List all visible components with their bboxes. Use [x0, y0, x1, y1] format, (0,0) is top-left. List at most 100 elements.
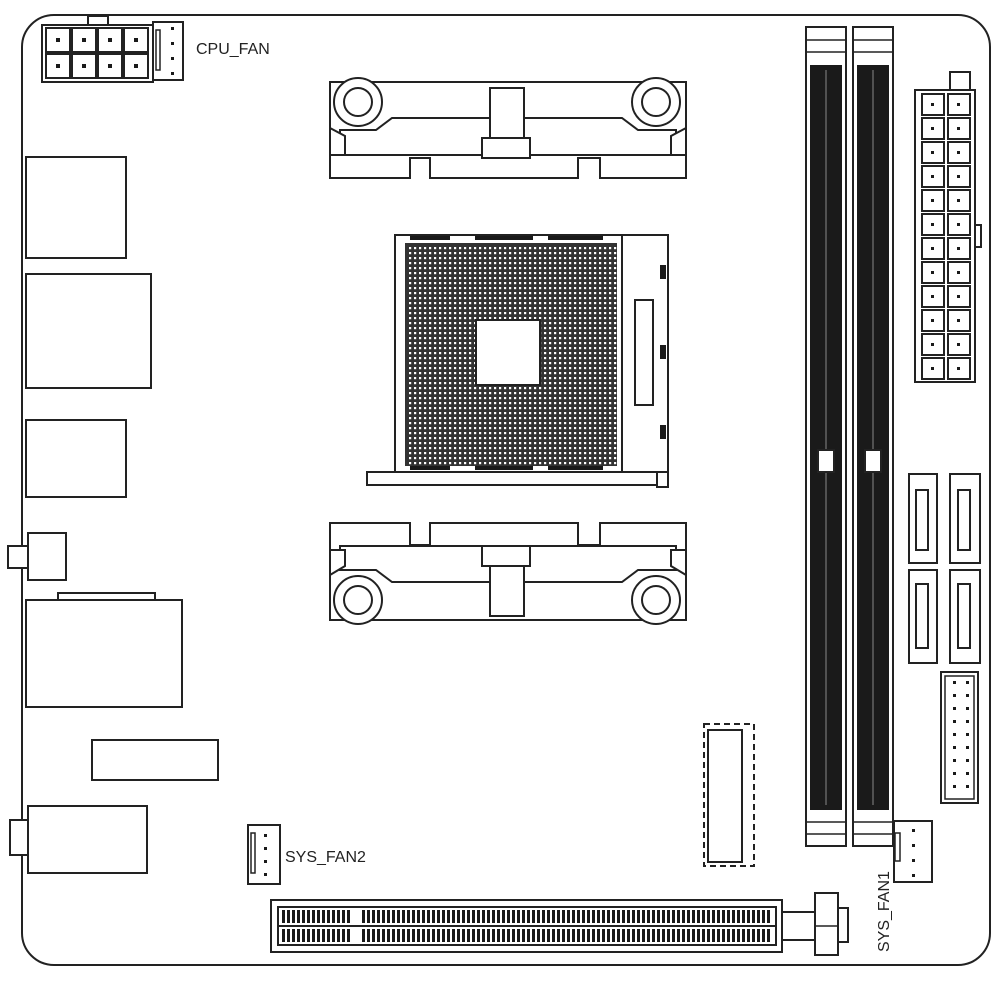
socket-pin — [459, 332, 462, 335]
socket-pin — [434, 322, 437, 325]
sys-fan2-header — [247, 824, 281, 885]
socket-pin — [574, 267, 577, 270]
pcie-contact — [717, 929, 720, 942]
socket-pin — [564, 277, 567, 280]
atx-12v-8pin-connector — [41, 15, 154, 83]
socket-pin — [614, 392, 617, 395]
socket-pin — [614, 437, 617, 440]
socket-pin — [514, 287, 517, 290]
pcie-contact — [762, 910, 765, 923]
socket-pin — [599, 287, 602, 290]
socket-pin — [509, 387, 512, 390]
socket-pin — [554, 277, 557, 280]
socket-pin — [484, 462, 487, 465]
socket-pin — [569, 417, 572, 420]
socket-pin — [579, 442, 582, 445]
socket-pin — [434, 312, 437, 315]
socket-pin — [559, 332, 562, 335]
socket-pin — [519, 297, 522, 300]
socket-pin — [589, 332, 592, 335]
socket-pin — [499, 292, 502, 295]
socket-pin — [579, 402, 582, 405]
socket-pin — [544, 332, 547, 335]
pin — [931, 199, 934, 202]
socket-pin — [469, 347, 472, 350]
socket-pin — [439, 262, 442, 265]
socket-pin — [534, 397, 537, 400]
socket-pin — [604, 262, 607, 265]
socket-pin — [589, 427, 592, 430]
socket-pin — [569, 272, 572, 275]
socket-pin — [409, 387, 412, 390]
m2-slot[interactable] — [703, 723, 755, 867]
socket-pin — [584, 317, 587, 320]
socket-pin — [464, 302, 467, 305]
dimm-slot-2[interactable] — [852, 26, 894, 847]
socket-pin — [429, 287, 432, 290]
pcie-contact — [522, 929, 525, 942]
socket-pin — [604, 377, 607, 380]
socket-pin — [409, 357, 412, 360]
pcie-latch[interactable] — [781, 911, 819, 941]
socket-pin — [604, 272, 607, 275]
socket-pin — [494, 267, 497, 270]
socket-pin — [449, 337, 452, 340]
socket-pin — [414, 347, 417, 350]
socket-pin — [609, 437, 612, 440]
socket-pin — [424, 332, 427, 335]
socket-pin — [604, 327, 607, 330]
socket-pin — [434, 362, 437, 365]
atx-24pin-connector — [914, 71, 982, 383]
pcie-contact — [642, 910, 645, 923]
socket-pin — [424, 292, 427, 295]
pcie-x16-slot[interactable] — [270, 892, 849, 956]
socket-pin — [474, 287, 477, 290]
pcie-contact — [387, 910, 390, 923]
socket-pin — [494, 447, 497, 450]
pcie-contact — [417, 929, 420, 942]
socket-pin — [524, 252, 527, 255]
socket-pin — [584, 422, 587, 425]
socket-pin — [449, 452, 452, 455]
socket-pin — [569, 317, 572, 320]
socket-pin — [559, 362, 562, 365]
socket-pin — [484, 452, 487, 455]
socket-pin — [604, 417, 607, 420]
socket-pin — [464, 297, 467, 300]
socket-pin — [549, 402, 552, 405]
socket-pin — [574, 362, 577, 365]
socket-pin — [574, 417, 577, 420]
socket-pin — [444, 432, 447, 435]
socket-pin — [444, 252, 447, 255]
socket-pin — [589, 402, 592, 405]
pcie-contact — [647, 929, 650, 942]
socket-pin — [569, 327, 572, 330]
socket-pin — [489, 287, 492, 290]
socket-pin — [414, 402, 417, 405]
socket-pin — [599, 352, 602, 355]
socket-pin — [479, 427, 482, 430]
socket-pin — [594, 257, 597, 260]
socket-pin — [444, 282, 447, 285]
socket-pin — [534, 272, 537, 275]
socket-pin — [549, 362, 552, 365]
pcie-contact — [722, 910, 725, 923]
socket-pin — [504, 297, 507, 300]
socket-pin — [489, 397, 492, 400]
socket-pin — [614, 372, 617, 375]
pcie-contact — [472, 929, 475, 942]
pin — [82, 38, 86, 42]
socket-pin — [464, 382, 467, 385]
socket-pin — [469, 457, 472, 460]
socket-pin — [604, 252, 607, 255]
socket-pin — [529, 412, 532, 415]
socket-pin — [454, 252, 457, 255]
socket-pin — [554, 272, 557, 275]
socket-pin — [544, 427, 547, 430]
socket-pin — [594, 272, 597, 275]
socket-pin — [614, 422, 617, 425]
dimm-slot-1[interactable] — [805, 26, 847, 847]
socket-pin — [579, 252, 582, 255]
socket-pin — [504, 302, 507, 305]
socket-pin — [459, 312, 462, 315]
